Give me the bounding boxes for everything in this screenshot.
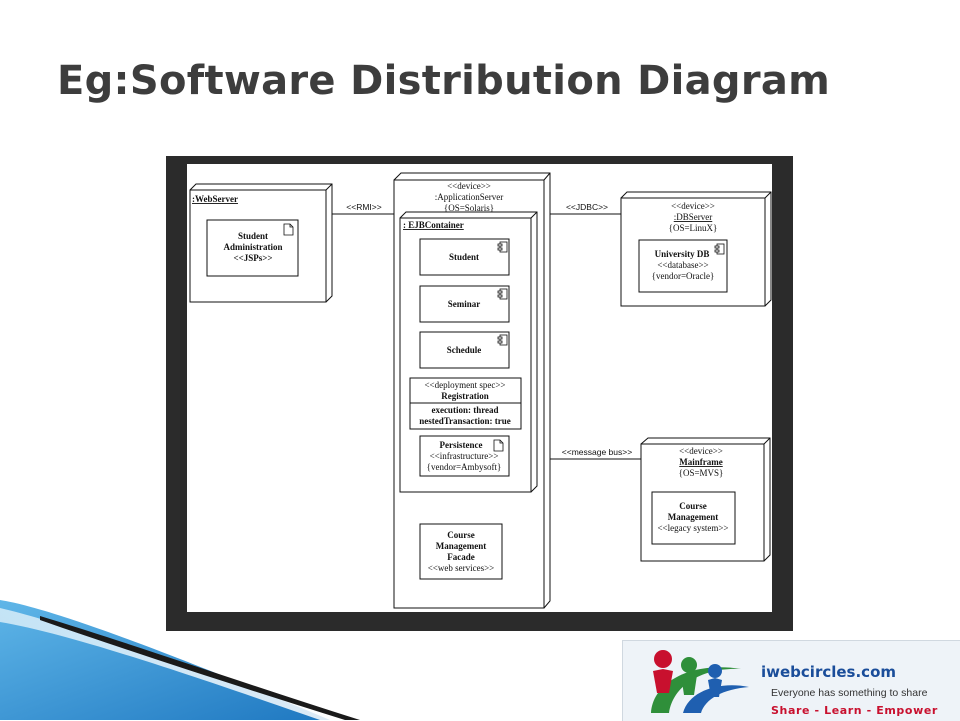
svg-text:<<infrastructure>>: <<infrastructure>> <box>430 451 499 461</box>
document-icon <box>283 223 294 236</box>
corner-swoosh <box>0 600 360 720</box>
svg-text:Management: Management <box>668 512 719 522</box>
schedule-component: Schedule <box>419 331 510 369</box>
logo-motto: Share - Learn - Empower <box>771 704 938 717</box>
svg-text:<<database>>: <<database>> <box>657 260 708 270</box>
seminar-component: Seminar <box>419 285 510 323</box>
course-management-artifact: Course Management <<legacy system>> <box>651 491 736 545</box>
svg-text:University DB: University DB <box>655 249 710 259</box>
deployment-diagram: :WebServer Student Administration <<JSPs… <box>189 172 772 609</box>
iwebcircles-logo: iwebcircles.com Everyone has something t… <box>622 640 960 721</box>
message-bus-label: <<message bus>> <box>562 447 632 457</box>
svg-text:Registration: Registration <box>441 391 489 401</box>
svg-text:Schedule: Schedule <box>447 345 482 355</box>
logo-site-name: iwebcircles.com <box>761 663 896 681</box>
svg-text:Course: Course <box>679 501 707 511</box>
diagram-frame: :WebServer Student Administration <<JSPs… <box>166 156 793 631</box>
svg-text:<<JSPs>>: <<JSPs>> <box>233 253 272 263</box>
svg-text:Student: Student <box>449 252 479 262</box>
webserver-name: :WebServer <box>192 194 238 204</box>
svg-text:<<deployment spec>>: <<deployment spec>> <box>424 380 505 390</box>
svg-text:{vendor=Oracle}: {vendor=Oracle} <box>652 271 715 281</box>
svg-text:Mainframe: Mainframe <box>679 457 722 467</box>
persistence-artifact: Persistence <<infrastructure>> {vendor=A… <box>419 435 510 477</box>
svg-text:<<legacy system>>: <<legacy system>> <box>657 523 728 533</box>
logo-tagline: Everyone has something to share <box>771 687 928 699</box>
svg-text:Persistence: Persistence <box>440 440 483 450</box>
svg-text:{vendor=Ambysoft}: {vendor=Ambysoft} <box>427 462 502 472</box>
student-admin-artifact: Student Administration <<JSPs>> <box>206 219 299 277</box>
rmi-label: <<RMI>> <box>346 202 381 212</box>
svg-text::ApplicationServer: :ApplicationServer <box>435 192 503 202</box>
svg-text:<<device>>: <<device>> <box>679 446 723 456</box>
people-circle-icon <box>651 650 749 713</box>
svg-text:{OS=MVS}: {OS=MVS} <box>679 468 724 478</box>
svg-text:<<device>>: <<device>> <box>671 201 715 211</box>
university-db-component: University DB <<database>> {vendor=Oracl… <box>638 239 728 293</box>
slide-title: Eg:Software Distribution Diagram <box>57 58 831 104</box>
svg-text:<<web services>>: <<web services>> <box>428 563 495 573</box>
svg-text:<<device>>: <<device>> <box>447 181 491 191</box>
document-icon <box>493 439 504 452</box>
svg-text:Facade: Facade <box>447 552 475 562</box>
svg-text:Administration: Administration <box>223 242 282 252</box>
registration-spec: <<deployment spec>> Registration executi… <box>409 377 522 430</box>
svg-text:Management: Management <box>436 541 487 551</box>
svg-text::DBServer: :DBServer <box>674 212 713 222</box>
svg-text:Student: Student <box>238 231 268 241</box>
svg-text:nestedTransaction: true: nestedTransaction: true <box>419 416 511 426</box>
jdbc-label: <<JDBC>> <box>566 202 608 212</box>
diagram-canvas: :WebServer Student Administration <<JSPs… <box>187 164 772 612</box>
svg-text:execution: thread: execution: thread <box>431 405 498 415</box>
svg-text:{OS=Solaris}: {OS=Solaris} <box>444 203 494 213</box>
svg-text:Course: Course <box>447 530 475 540</box>
svg-text:{OS=LinuX}: {OS=LinuX} <box>669 223 718 233</box>
svg-text:: EJBContainer: : EJBContainer <box>403 220 464 230</box>
svg-text:Seminar: Seminar <box>448 299 481 309</box>
student-component: Student <box>419 238 510 276</box>
facade-component: Course Management Facade <<web services>… <box>419 523 503 580</box>
